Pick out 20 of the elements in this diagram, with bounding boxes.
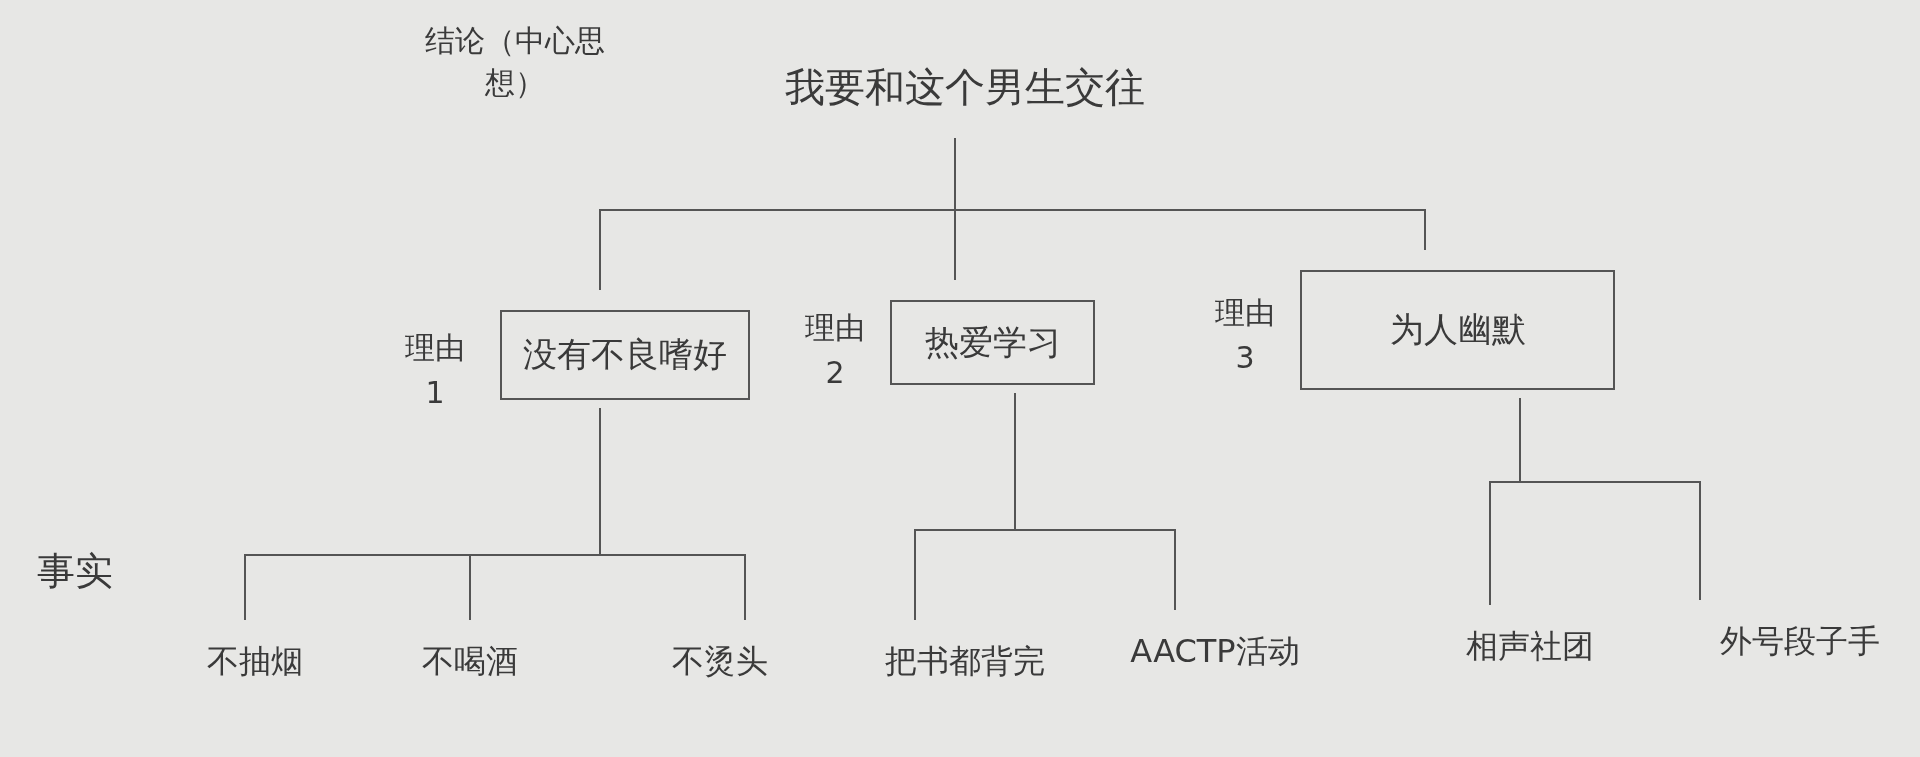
fact-text: 不烫头: [645, 640, 795, 690]
fact-text: 相声社团: [1440, 625, 1620, 675]
reason-box: 为人幽默: [1300, 270, 1615, 390]
connector-line: [954, 137, 1426, 251]
reason-label: 理由3: [1214, 294, 1276, 377]
fact-text: 外号段子手: [1680, 620, 1920, 670]
fact-text: 不抽烟: [175, 640, 335, 690]
reason-label: 理由2: [804, 309, 866, 392]
reason-label: 理由1: [404, 329, 466, 412]
reason-box: 没有不良嗜好: [500, 310, 750, 400]
fact-text: 把书都背完: [845, 640, 1085, 690]
fact-text: AACTP活动: [1110, 630, 1320, 680]
connector-line: [1519, 397, 1701, 601]
connector-line: [1014, 392, 1176, 611]
fact-text: 不喝酒: [395, 640, 545, 690]
reason-box: 热爱学习: [890, 300, 1095, 385]
title-text: 我要和这个男生交往: [740, 60, 1190, 130]
connector-line: [599, 407, 746, 621]
conclusion-label: 结论（中心思想）: [424, 22, 606, 102]
facts-label: 事实: [36, 548, 114, 595]
